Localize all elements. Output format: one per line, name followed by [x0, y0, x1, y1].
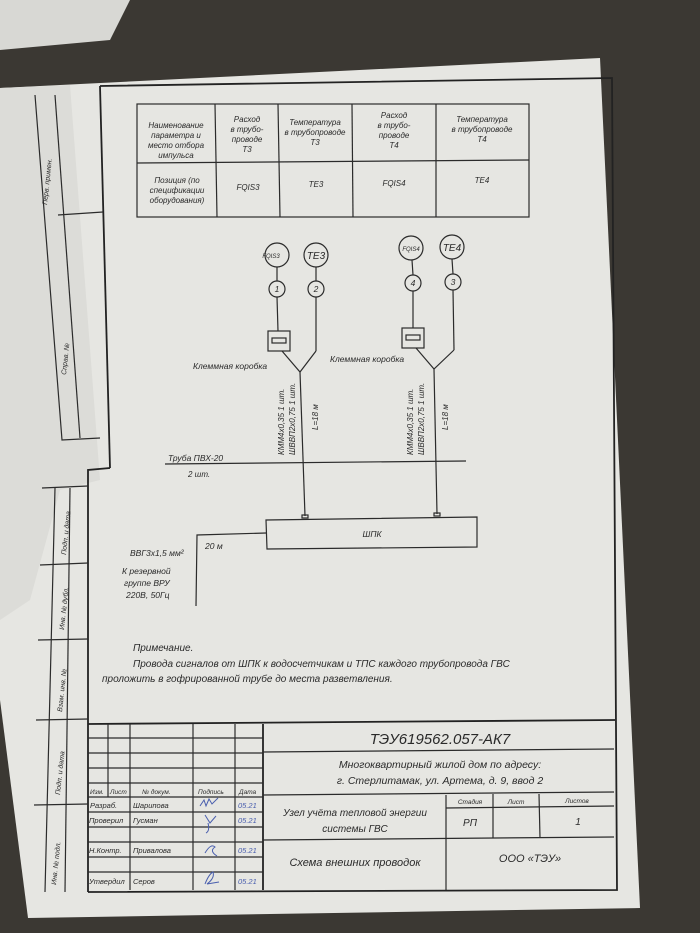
sheets-value: 1: [575, 817, 581, 828]
company-name: ООО «ТЭУ»: [499, 853, 561, 865]
col-date: Дата: [238, 789, 257, 796]
cable-label-1b: КММ4х0,35 1 шт.: [406, 389, 415, 455]
cable-label-1a: КММ4х0,35 1 шт.: [277, 389, 286, 455]
name-nkontr: Привалова: [133, 846, 171, 855]
junction-box-label-2: Клеммная коробка: [330, 354, 404, 364]
note-line-2: проложить в гофрированной трубе до места…: [102, 673, 393, 685]
address-line-1: Многоквартирный жилой дом по адресу:: [339, 759, 541, 771]
length-label-a: L=18 м: [311, 404, 320, 430]
note-line-1: Провода сигналов от ШПК к водосчетчикам …: [133, 658, 511, 670]
num-1: 1: [275, 284, 280, 294]
instrument-te3: TE3: [307, 251, 326, 262]
instrument-fqis3: FQIS3: [262, 254, 280, 260]
stamp-perv-primen: Перв. примен.: [42, 158, 54, 205]
role-razrab: Разраб.: [90, 801, 117, 810]
col-sign: Подпись: [198, 788, 224, 796]
signatures: [199, 797, 220, 885]
col-doc: № докум.: [142, 788, 171, 796]
col-list: Лист: [109, 789, 127, 796]
num-2: 2: [313, 284, 319, 294]
table-pos-te3: TE3: [309, 180, 324, 189]
instrument-fqis4: FQIS4: [402, 247, 420, 253]
sheets-label: Листов: [564, 798, 589, 805]
parameter-table: [136, 103, 530, 218]
table-pos-fqis3: FQIS3: [236, 183, 260, 192]
length-label-b: L=18 м: [441, 404, 450, 430]
name-proveril: Гусман: [133, 816, 158, 825]
object-line-2: системы ГВС: [322, 824, 388, 835]
junction-box-label-1: Клеммная коробка: [193, 361, 267, 371]
instrument-te4: TE4: [443, 243, 462, 254]
stage-value: РП: [463, 818, 478, 829]
junction-box-2: [401, 327, 425, 349]
doc-number: ТЭУ619562.057-АК7: [370, 731, 511, 748]
junction-box-1: [267, 330, 291, 352]
name-razrab: Шарипова: [133, 801, 169, 810]
note-title: Примечание.: [133, 643, 193, 654]
stamp-vzam-inv: Взам. инв. №: [57, 668, 69, 712]
title-block: [87, 719, 616, 890]
shpk-label: ШПК: [363, 529, 383, 539]
pipe-label: Труба ПВХ-20: [168, 453, 223, 463]
drawing-name: Схема внешних проводок: [289, 857, 421, 869]
role-nkontr: Н.Контр.: [89, 846, 122, 855]
table-pos-te4: TE4: [475, 176, 490, 185]
address-line-2: г. Стерлитамак, ул. Артема, д. 9, ввод 2: [337, 775, 544, 787]
power-cable: ВВГ3х1,5 мм²: [130, 548, 185, 558]
date-utverdil: 05.21: [238, 877, 257, 886]
object-line-1: Узел учёта тепловой энергии: [282, 808, 427, 819]
shpk-cabinet: [265, 516, 478, 550]
power-length: 20 м: [204, 541, 223, 551]
date-proveril: 05.21: [238, 816, 257, 825]
cable-label-2b: ШВВП2х0,75 1 шт.: [417, 383, 426, 455]
background-paper: [0, 0, 130, 50]
sheet-label: Лист: [507, 799, 525, 806]
col-izm: Изм.: [90, 789, 104, 796]
num-4: 4: [411, 278, 416, 288]
pipe-count: 2 шт.: [187, 470, 210, 479]
stamp-sprav: Справ. №: [61, 342, 71, 375]
role-utverdil: Утвердил: [88, 877, 125, 886]
name-utverdil: Серов: [133, 877, 155, 886]
cable-label-2a: ШВВП2х0,75 1 шт.: [288, 383, 297, 455]
wiring-diagram: [164, 234, 478, 607]
drawing-frame: [33, 77, 618, 893]
role-proveril: Проверил: [89, 816, 124, 825]
num-3: 3: [451, 277, 456, 287]
paper-sheet: [0, 58, 640, 918]
date-razrab: 05.21: [238, 801, 257, 810]
table-pos-fqis4: FQIS4: [382, 179, 406, 188]
stage-label: Стадия: [458, 798, 483, 806]
date-nkontr: 05.21: [238, 846, 257, 855]
